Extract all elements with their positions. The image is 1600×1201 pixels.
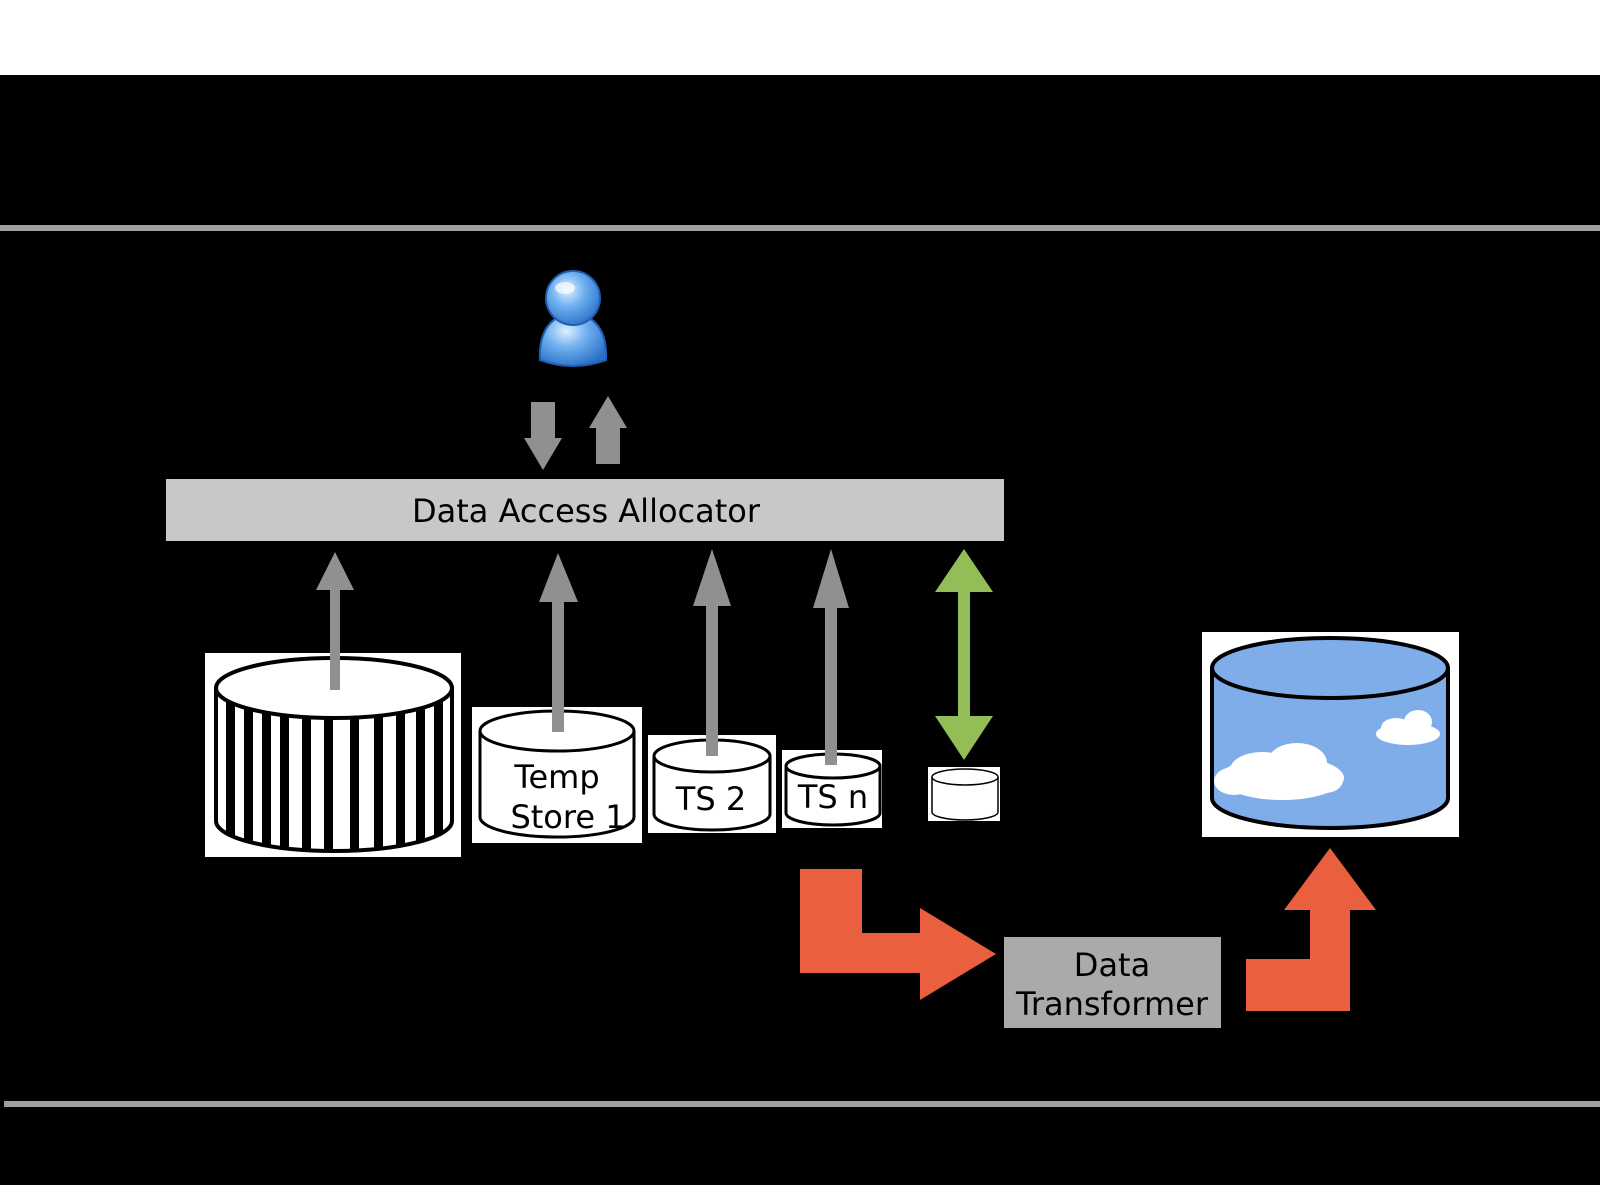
arrow-to-cloud-database (1246, 848, 1376, 1011)
ts-2-label: TS 2 (675, 780, 746, 818)
down-arrow-to-allocator (524, 402, 562, 470)
temp-store-1-line-2: Store 1 (510, 798, 625, 836)
cloud-database-icon[interactable] (1202, 632, 1459, 837)
user-icon[interactable] (538, 270, 608, 367)
arrow-to-transformer (800, 869, 996, 1000)
arrow-store-ts-2 (693, 549, 731, 756)
bottom-rule (4, 1101, 1600, 1107)
up-arrow-from-allocator (589, 396, 627, 464)
arrow-store-temp-1 (539, 553, 578, 732)
temp-store-1-line-1: Temp (513, 758, 599, 796)
data-access-allocator[interactable]: Data Access Allocator (166, 479, 1004, 541)
bidirectional-arrow-cache (935, 549, 993, 760)
arrow-store-ts-n (813, 549, 849, 765)
striped-database-icon[interactable] (205, 653, 461, 860)
top-rule (0, 225, 1600, 231)
transformer-line-1: Data (1074, 946, 1150, 984)
transformer-line-2: Transformer (1015, 985, 1209, 1023)
arrow-store-main (316, 552, 354, 690)
ts-n-label: TS n (797, 778, 868, 816)
data-transformer[interactable]: Data Transformer (1004, 937, 1221, 1028)
small-cylinder-icon[interactable] (928, 767, 1000, 821)
allocator-label: Data Access Allocator (412, 492, 761, 530)
